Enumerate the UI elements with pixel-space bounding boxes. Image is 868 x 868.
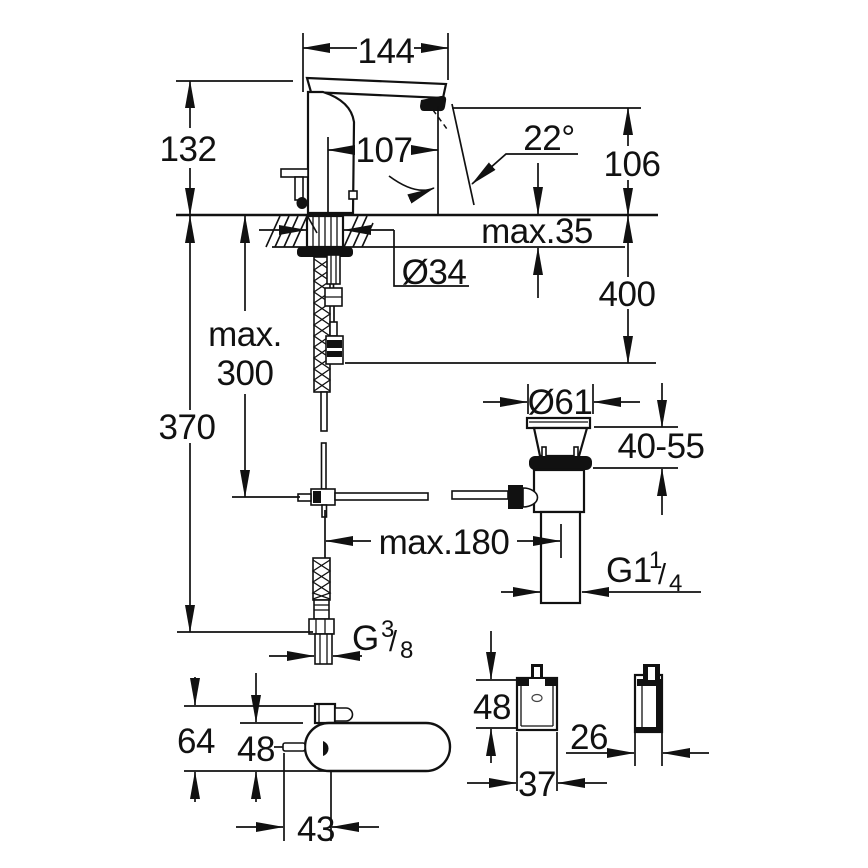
temperature-lever bbox=[280, 168, 309, 178]
dim-label-max35: max.35 bbox=[481, 212, 593, 251]
dim-label-g1-1-4: G1 1 / 4 bbox=[606, 547, 683, 597]
dim-label-26: 26 bbox=[570, 718, 608, 757]
pop-up-rod bbox=[297, 442, 429, 518]
dimension-lines bbox=[185, 43, 709, 832]
temperature-lever-stem bbox=[294, 176, 304, 201]
svg-text:/: / bbox=[658, 559, 667, 591]
dim-label-64: 64 bbox=[177, 722, 215, 761]
dim-label-dia34: Ø34 bbox=[402, 253, 467, 292]
dim-label-400: 400 bbox=[599, 275, 656, 314]
mounting-washer bbox=[297, 247, 353, 257]
dim-label-106: 106 bbox=[604, 145, 661, 184]
faucet-outline bbox=[280, 76, 448, 215]
hose-tube bbox=[320, 391, 328, 432]
dim-label-22deg: 22° bbox=[523, 119, 574, 158]
dim-label-g3-8: G 3 / 8 bbox=[352, 616, 414, 664]
angle-leader bbox=[471, 153, 578, 185]
hose-thread-end bbox=[314, 633, 333, 665]
aerator-outlet bbox=[420, 95, 447, 112]
control-top-connector bbox=[313, 702, 337, 725]
dim-label-max: max. bbox=[208, 315, 282, 354]
waste-seal-ring bbox=[529, 456, 592, 470]
svg-text:8: 8 bbox=[400, 637, 413, 664]
dim-label-132: 132 bbox=[160, 130, 217, 169]
dim-label-144: 144 bbox=[358, 32, 415, 71]
angle-arc bbox=[388, 175, 435, 204]
svg-text:G1: G1 bbox=[606, 551, 652, 590]
control-unit-side-view bbox=[274, 702, 452, 773]
dim-label-48-psu: 48 bbox=[473, 688, 511, 727]
flex-hose-lower bbox=[308, 557, 335, 665]
svg-text:1: 1 bbox=[649, 547, 662, 574]
rod-ball-joint bbox=[522, 487, 539, 508]
dimension-labels: 144 132 107 22° 106 max.35 Ø34 400 max. … bbox=[159, 32, 705, 849]
power-unit-side-view bbox=[633, 664, 664, 734]
power-unit-body bbox=[515, 676, 559, 732]
sensor-cable bbox=[324, 254, 344, 365]
control-unit-body bbox=[303, 721, 452, 773]
control-led bbox=[323, 741, 329, 756]
horizontal-rod-left bbox=[334, 492, 429, 501]
lever-joint bbox=[296, 197, 308, 209]
diameter-leader bbox=[393, 230, 469, 287]
dim-label-37: 37 bbox=[518, 765, 556, 804]
shank-threads bbox=[307, 216, 338, 247]
countertop-section bbox=[176, 213, 658, 257]
power-unit-front-view bbox=[515, 664, 559, 732]
faucet-body bbox=[306, 90, 356, 215]
cable-plug bbox=[326, 254, 341, 285]
dim-label-107: 107 bbox=[356, 131, 413, 170]
control-side-plug bbox=[282, 742, 306, 752]
horizontal-rod-right bbox=[451, 490, 509, 500]
detection-angle-line bbox=[451, 103, 475, 206]
svg-text:/: / bbox=[389, 626, 398, 658]
waste-body bbox=[532, 468, 586, 514]
svg-text:3: 3 bbox=[381, 616, 394, 643]
svg-text:G: G bbox=[352, 619, 379, 658]
dim-label-dia61: Ø61 bbox=[528, 383, 593, 422]
connector-latch bbox=[334, 707, 354, 722]
svg-text:4: 4 bbox=[669, 570, 682, 597]
water-stream-dashes bbox=[432, 109, 448, 130]
dim-label-300: 300 bbox=[217, 354, 274, 393]
drain-assembly bbox=[451, 416, 592, 605]
dim-label-43: 43 bbox=[297, 810, 335, 849]
dim-label-370: 370 bbox=[159, 408, 216, 447]
rod-clamp bbox=[508, 485, 523, 509]
sensor-window bbox=[348, 190, 358, 200]
dim-label-max180: max.180 bbox=[379, 523, 510, 562]
brand-mark bbox=[531, 693, 543, 703]
dim-label-48-control: 48 bbox=[237, 730, 275, 769]
dim-label-40-55: 40-55 bbox=[617, 427, 704, 466]
